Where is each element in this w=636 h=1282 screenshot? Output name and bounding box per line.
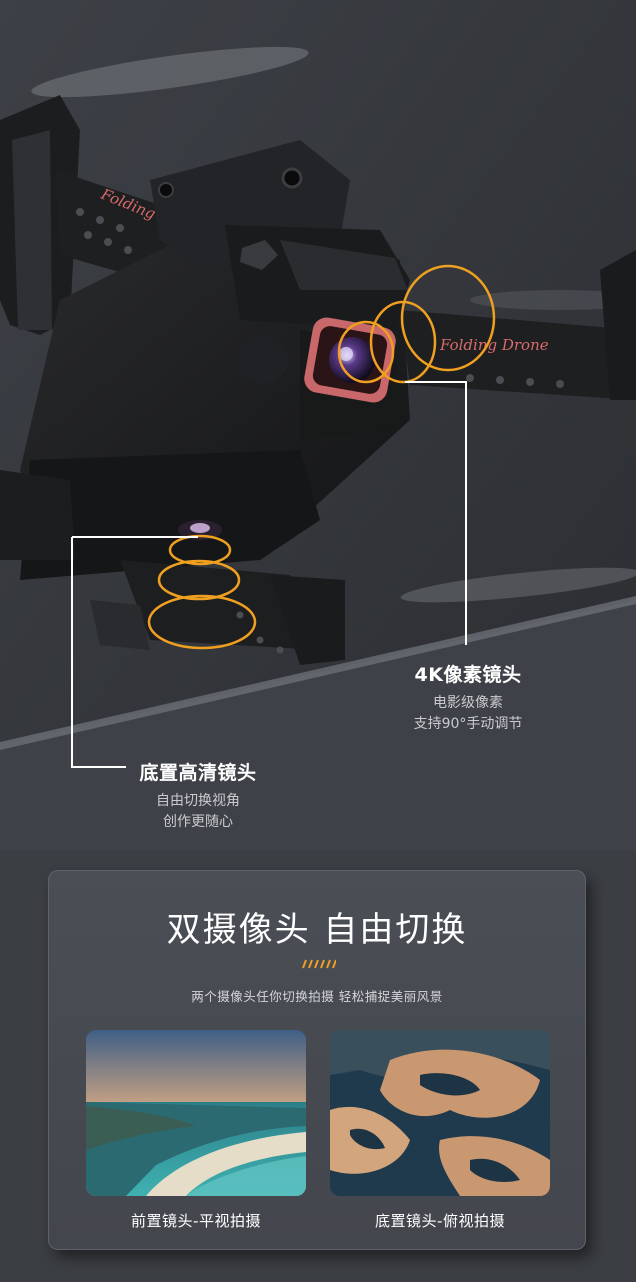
bottom-camera-line2: 创作更随心 xyxy=(163,814,233,830)
top-camera-line2: 支持90°手动调节 xyxy=(413,716,523,732)
bottom-camera-callout: 底置高清镜头 自由切换视角 创作更随心 xyxy=(130,758,266,833)
bottom-camera-caption: 底置镜头-俯视拍摄 xyxy=(375,1212,505,1230)
hero-section: Folding Drone Folding Drone xyxy=(0,0,636,850)
top-camera-line1: 电影级像素 xyxy=(433,695,503,711)
bottom-camera-title: 底置高清镜头 xyxy=(139,762,257,784)
bottom-lens-highlight xyxy=(147,534,257,650)
dual-camera-panel: 双摄像头 自由切换 两个摄像头任你切换拍摄 轻松捕捉美丽风景 xyxy=(48,870,586,1250)
top-camera-title: 4K像素镜头 xyxy=(414,664,522,686)
bottom-camera-line1: 自由切换视角 xyxy=(156,793,240,809)
arm-brand-text-right: Folding Drone xyxy=(439,336,549,354)
bottom-camera-photo xyxy=(330,1030,550,1196)
front-camera-photo xyxy=(86,1030,306,1196)
top-camera-callout: 4K像素镜头 电影级像素 支持90°手动调节 xyxy=(400,660,536,735)
stripes-icon xyxy=(302,959,336,969)
top-camera-leader xyxy=(405,381,467,645)
front-camera-caption: 前置镜头-平视拍摄 xyxy=(131,1212,261,1230)
panel-tagline: 两个摄像头任你切换拍摄 轻松捕捉美丽风景 xyxy=(191,989,443,1004)
panel-heading: 双摄像头 自由切换 xyxy=(166,910,468,950)
drone-illustration: Folding Drone Folding Drone xyxy=(0,0,636,850)
top-lens-highlight xyxy=(337,264,496,384)
